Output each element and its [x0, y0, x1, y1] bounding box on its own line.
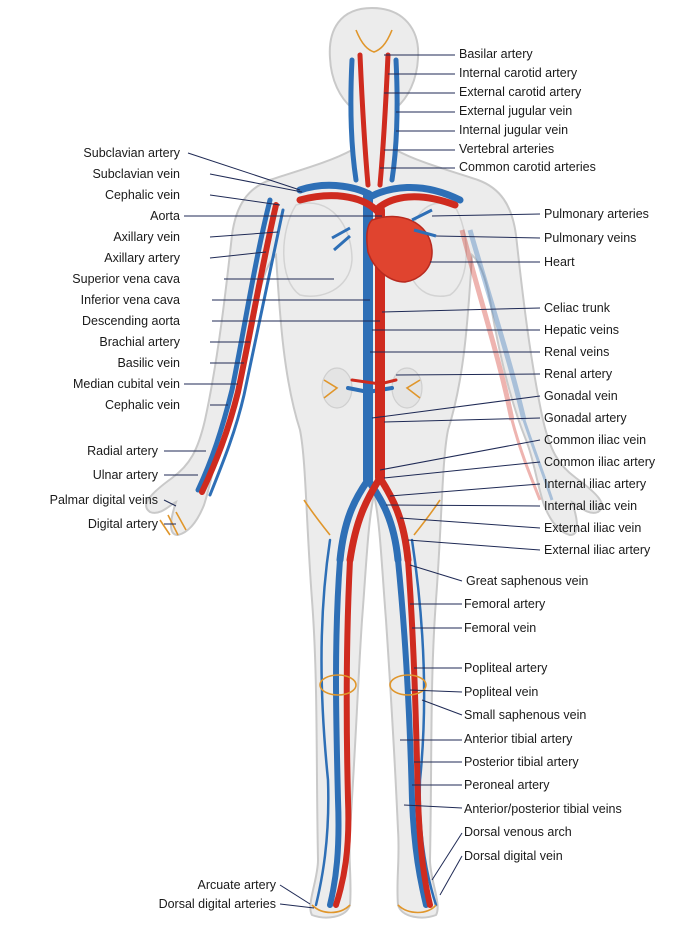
label-celiac-trunk: Celiac trunk	[544, 301, 610, 315]
label-internal-jugular-vein: Internal jugular vein	[459, 123, 569, 137]
label-internal-iliac-artery: Internal iliac artery	[544, 477, 647, 491]
label-small-saphenous-vein: Small saphenous vein	[464, 708, 587, 722]
label-descending-aorta: Descending aorta	[82, 314, 180, 328]
iliac-artery-left	[346, 474, 384, 564]
jugular-vein-right	[389, 57, 400, 183]
leg-artery-right	[405, 557, 433, 908]
label-pulmonary-veins: Pulmonary veins	[544, 231, 637, 245]
label-subclavian-artery: Subclavian artery	[83, 146, 180, 160]
label-gonadal-artery: Gonadal artery	[544, 411, 627, 425]
label-aorta: Aorta	[150, 209, 180, 223]
label-axillary-artery: Axillary artery	[104, 251, 180, 265]
label-arcuate-artery: Arcuate artery	[197, 878, 276, 892]
renal-artery	[350, 378, 398, 386]
label-dorsal-digital-arteries: Dorsal digital arteries	[158, 897, 276, 911]
label-common-carotid-arteries: Common carotid arteries	[459, 160, 596, 174]
arm-vein-left-2	[208, 208, 285, 497]
label-external-iliac-vein: External iliac vein	[544, 521, 642, 535]
label-inferior-vena-cava: Inferior vena cava	[80, 293, 180, 307]
veins	[195, 57, 464, 908]
label-great-saphenous-vein: Great saphenous vein	[466, 574, 589, 588]
label-hepatic-veins: Hepatic veins	[544, 323, 620, 337]
pulmonary-vessels	[331, 208, 437, 252]
label-internal-carotid-artery: Internal carotid artery	[459, 66, 578, 80]
saphenous-vein-right	[410, 538, 438, 907]
right-lung	[407, 202, 467, 297]
label-heart: Heart	[544, 255, 575, 269]
saphenous-vein-left	[314, 538, 332, 907]
carotid-left	[357, 52, 371, 188]
label-basilic-vein: Basilic vein	[117, 356, 180, 370]
jugular-vein-left	[348, 57, 359, 183]
label-subclavian-vein: Subclavian vein	[92, 167, 180, 181]
label-ulnar-artery: Ulnar artery	[92, 468, 158, 482]
label-dorsal-venous-arch: Dorsal venous arch	[464, 825, 572, 839]
label-internal-iliac-vein: Internal iliac vein	[544, 499, 638, 513]
label-cephalic-vein-upper: Cephalic vein	[104, 188, 180, 202]
carotid-right	[377, 52, 391, 188]
leg-vein-left	[327, 557, 343, 908]
label-anterior-tibial-artery: Anterior tibial artery	[464, 732, 573, 746]
label-external-iliac-artery: External iliac artery	[544, 543, 651, 557]
label-median-cubital-vein: Median cubital vein	[72, 377, 180, 391]
label-common-iliac-artery: Common iliac artery	[544, 455, 656, 469]
label-femoral-vein: Femoral vein	[464, 621, 537, 635]
label-palmar-digital-veins: Palmar digital veins	[49, 493, 158, 507]
label-anterior-posterior-tibial-veins: Anterior/posterior tibial veins	[464, 802, 622, 816]
label-gonadal-vein: Gonadal vein	[544, 389, 618, 403]
leader-lines	[163, 54, 541, 909]
label-axillary-vein: Axillary vein	[113, 230, 180, 244]
label-posterior-tibial-artery: Posterior tibial artery	[464, 755, 579, 769]
label-dorsal-digital-vein: Dorsal digital vein	[464, 849, 563, 863]
label-cephalic-vein-lower: Cephalic vein	[104, 398, 180, 412]
leg-artery-left	[333, 557, 353, 908]
label-basilar-artery: Basilar artery	[459, 47, 533, 61]
label-external-carotid-artery: External carotid artery	[459, 85, 582, 99]
label-radial-artery: Radial artery	[87, 444, 158, 458]
left-lung	[283, 202, 353, 297]
label-peroneal-artery: Peroneal artery	[464, 778, 550, 792]
arm-artery-left	[199, 202, 279, 495]
label-femoral-artery: Femoral artery	[464, 597, 546, 611]
iliac-vein-left	[336, 476, 372, 564]
label-popliteal-artery: Popliteal artery	[464, 661, 548, 675]
label-vertebral-arteries: Vertebral arteries	[459, 142, 555, 156]
faded-arm-vessels	[459, 229, 554, 501]
arm-vein-left	[195, 197, 273, 493]
label-superior-vena-cava: Superior vena cava	[72, 272, 180, 286]
label-pulmonary-arteries: Pulmonary arteries	[544, 207, 649, 221]
label-brachial-artery: Brachial artery	[99, 335, 180, 349]
iliac-artery-right	[376, 474, 412, 564]
minor-vessels	[159, 29, 441, 914]
heart	[366, 215, 433, 283]
leg-vein-right	[395, 557, 429, 908]
label-renal-artery: Renal artery	[544, 367, 613, 381]
label-external-jugular-vein: External jugular vein	[459, 104, 573, 118]
label-common-iliac-vein: Common iliac vein	[544, 433, 647, 447]
label-renal-veins: Renal veins	[544, 345, 610, 359]
label-digital-artery: Digital artery	[87, 517, 158, 531]
label-popliteal-vein: Popliteal vein	[464, 685, 539, 699]
